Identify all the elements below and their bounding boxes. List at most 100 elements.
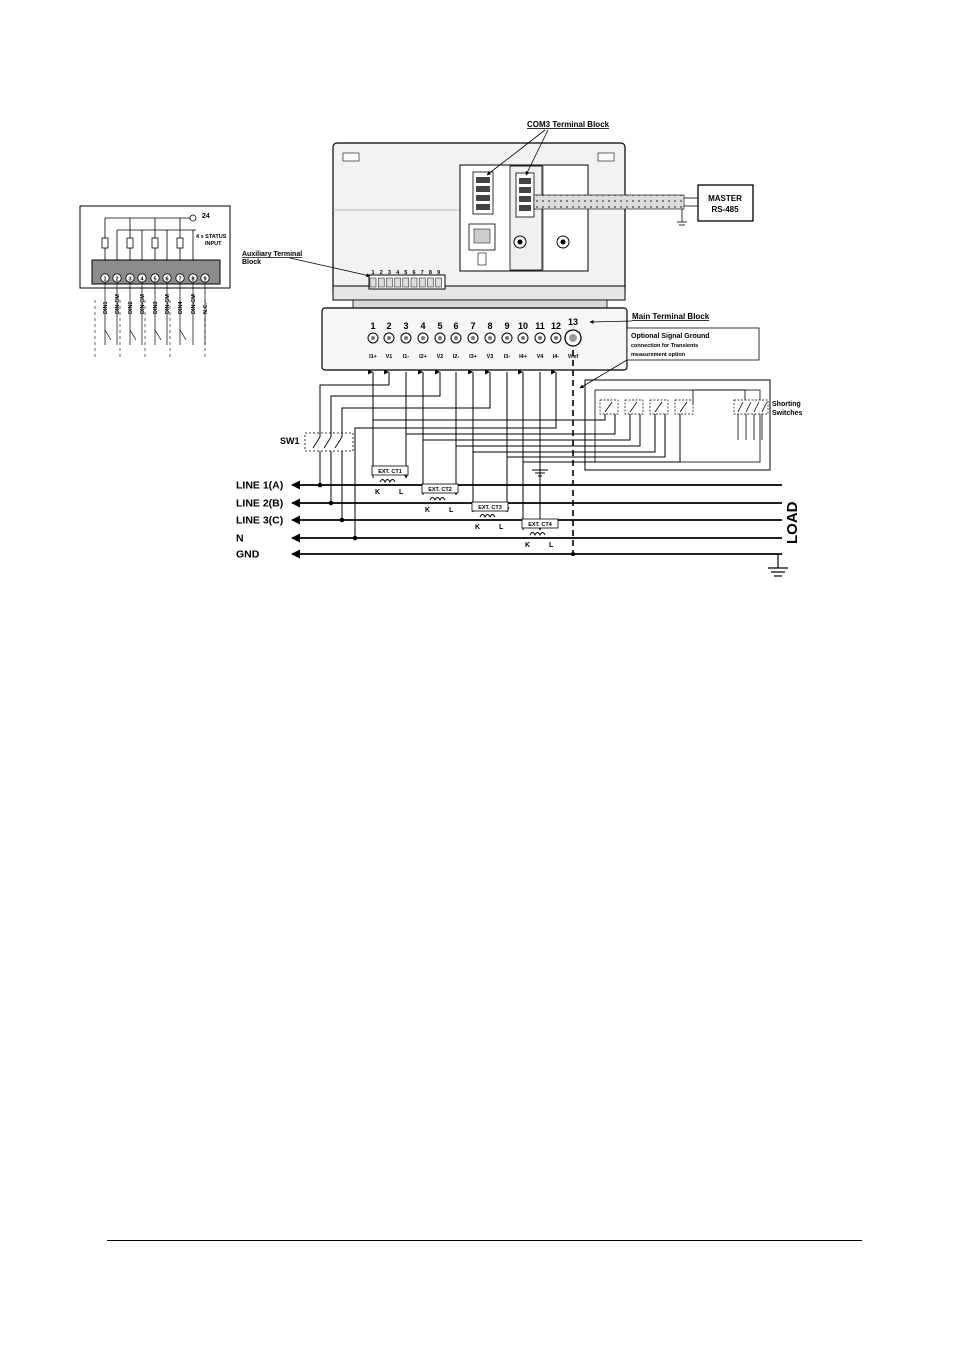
ct-l-label: L: [399, 489, 404, 496]
ct-label-box: [521, 518, 559, 529]
status-terminal: [150, 273, 160, 283]
ct-k-label: K: [375, 489, 380, 496]
shorting-contact: [679, 401, 688, 413]
aux-terminal-screw: [410, 277, 418, 288]
line-label: N: [236, 533, 244, 545]
ct-label-box: [471, 501, 509, 512]
status-terminal-number: 3: [128, 277, 131, 283]
aux-terminal-number: 6: [412, 270, 415, 276]
signal-ground-label-2: connection for Transients: [631, 343, 698, 349]
main-terminal-screw-head: [371, 336, 375, 340]
main-terminal-screw-head: [521, 336, 525, 340]
main-terminal-signal: V2: [437, 354, 444, 360]
main-terminal-signal: V3: [487, 354, 494, 360]
wire: [406, 405, 616, 435]
main-terminal-screw-head: [505, 336, 509, 340]
status-terminal-label: DIN2: [128, 301, 134, 314]
wire: [507, 405, 666, 458]
ct-k-label: K: [525, 542, 530, 549]
main-terminal-number: 11: [535, 321, 545, 331]
status-terminal: [100, 273, 110, 283]
aux-leader: [289, 257, 371, 278]
status-terminal: [137, 273, 147, 283]
main-terminal-number: 8: [487, 321, 492, 331]
main-terminal-number: 7: [470, 321, 475, 331]
status-supply-icon: [189, 214, 197, 222]
aux-terminal-number: 7: [421, 270, 424, 276]
main-terminal-signal: I4+: [519, 354, 527, 360]
aux-terminal-number: 3: [388, 270, 391, 276]
footer-rule: [107, 1240, 862, 1241]
aux-block-label: Auxiliary Terminal: [242, 251, 302, 258]
main-terminal-screw-head: [471, 336, 475, 340]
main-terminal-block: 1I1+2V13I1-4I2+5V26I2-7I3+8V39I3-10I4+11…: [367, 317, 582, 360]
status-terminal-number: 9: [203, 277, 206, 283]
shorting-switch: [599, 399, 619, 415]
aux-terminal-screw: [386, 277, 393, 288]
com3-leader: [486, 129, 546, 176]
aux-terminal-screw: [435, 277, 442, 288]
status-contact: [154, 329, 162, 341]
ct-coil-icon: [379, 479, 396, 484]
status-terminal-number: 4: [140, 277, 144, 283]
status-terminal-number: 5: [153, 277, 156, 283]
main-terminal-number: 10: [518, 321, 528, 331]
main-terminal-screw-head: [554, 336, 558, 340]
status-terminal-label: DIN-CM: [140, 294, 146, 314]
status-terminal-number: 6: [165, 277, 168, 283]
earth-ground-icon: [768, 554, 788, 577]
ct-l-label: L: [449, 507, 454, 514]
aux-terminal-number: 9: [437, 270, 440, 276]
status-contact: [129, 329, 137, 341]
wire: [473, 405, 656, 453]
status-contact: [179, 329, 187, 341]
aux-terminal-screw: [394, 277, 401, 288]
signal-ground-label-3: measurement option: [631, 352, 686, 358]
shorting-switch: [674, 399, 694, 415]
shorting-outer-box: [584, 379, 771, 471]
aux-block-sublabel: Block: [242, 259, 261, 266]
rs485-cable: [533, 194, 685, 210]
status-input-sublabel: INPUT: [205, 241, 222, 247]
shorting-contact: [629, 401, 638, 413]
status-input-label: 4 x STATUS: [196, 234, 227, 240]
status-terminal-label: DIN-CM: [165, 294, 171, 314]
aux-terminal-screw: [369, 277, 377, 288]
status-voltage: 24: [202, 213, 210, 220]
junction: [352, 535, 358, 541]
status-terminal-label: DIN4: [178, 301, 184, 314]
main-terminal-number: 5: [437, 321, 442, 331]
status-terminal-label: DIN-CM: [191, 294, 197, 314]
ct-coil-icon: [479, 514, 496, 519]
main-terminal-number: 13: [568, 317, 578, 327]
aux-terminal-number: 2: [380, 270, 383, 276]
shorting-switches: [584, 379, 771, 471]
wire: [423, 405, 631, 441]
shorting-contact: [654, 401, 663, 413]
com-module: [459, 164, 589, 272]
ct-name: EXT. CT1: [378, 469, 402, 475]
wire: [319, 369, 390, 437]
status-terminal-label: DIN-CM: [115, 294, 121, 314]
sw1-label: SW1: [280, 436, 300, 446]
wire: [373, 405, 606, 421]
shorting-contact: [753, 401, 760, 413]
aux-terminal-number: 5: [404, 270, 407, 276]
main-terminal-number: 4: [420, 321, 425, 331]
ct-l-label: L: [549, 542, 554, 549]
aux-terminal-number: 4: [396, 270, 400, 276]
shorting-link: [692, 389, 746, 405]
status-terminal-number: 7: [178, 277, 181, 283]
status-terminal-number: 8: [191, 277, 194, 283]
status-terminal-number: 2: [115, 277, 118, 283]
main-terminal-signal: Vref: [568, 354, 579, 360]
signal-ground-label-1: Optional Signal Ground: [631, 333, 710, 340]
status-terminal: [162, 273, 172, 283]
sw1-switch: [304, 432, 354, 452]
main-terminal-number: 6: [453, 321, 458, 331]
status-terminal: [112, 273, 122, 283]
